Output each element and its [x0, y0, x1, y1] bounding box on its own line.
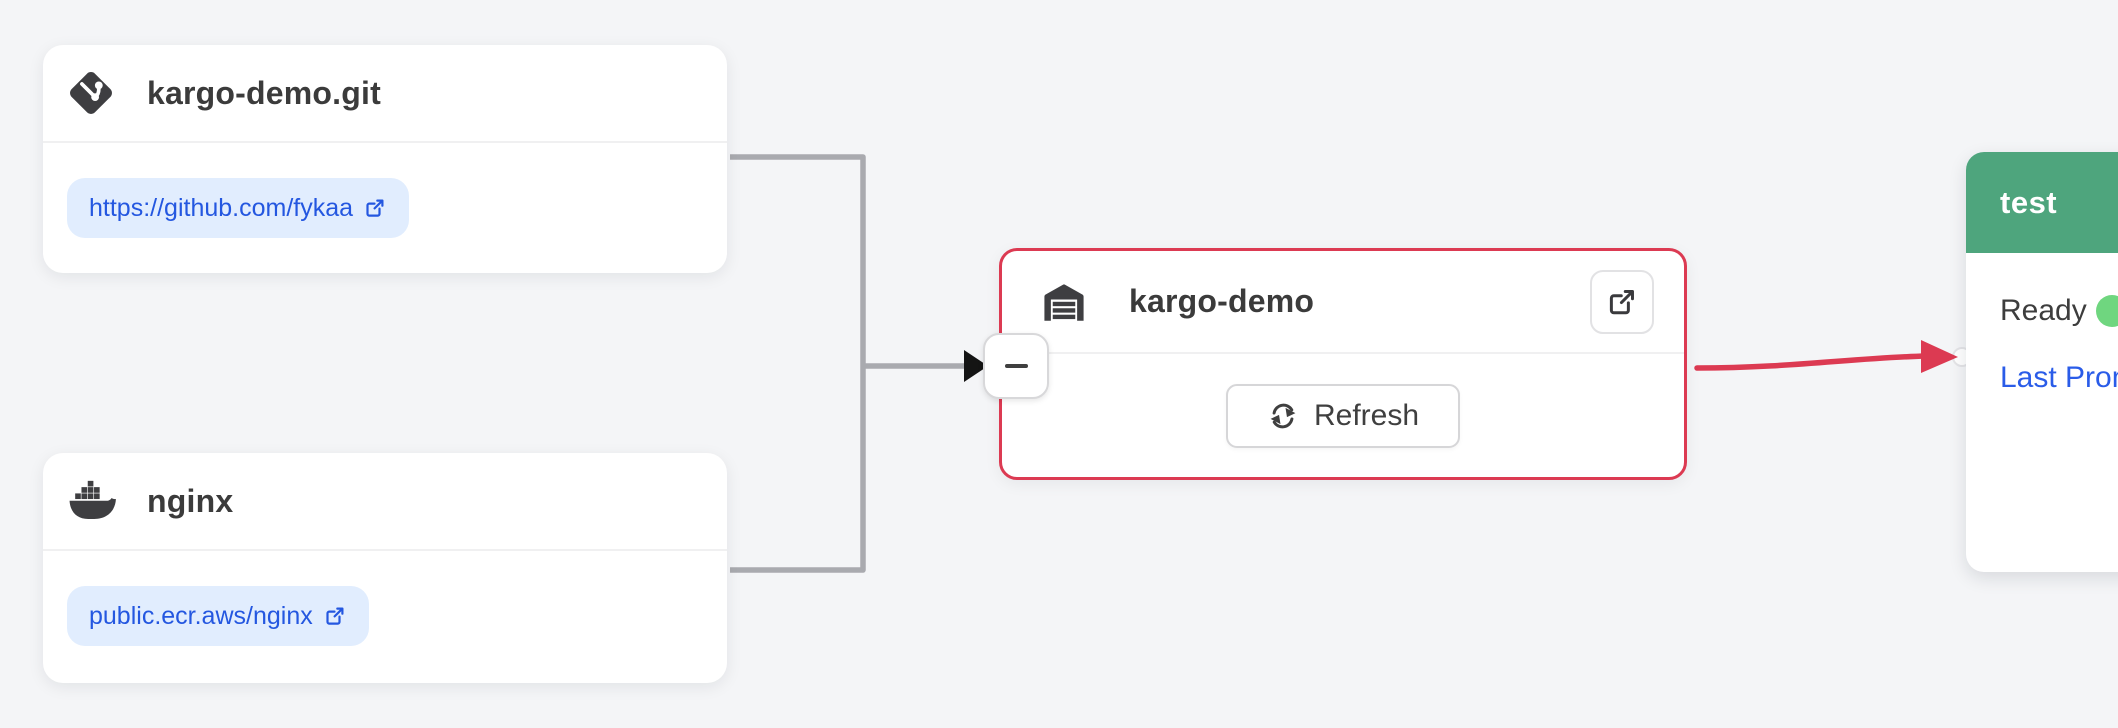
external-link-icon: [363, 196, 387, 220]
repo-node-nginx-header: nginx: [43, 453, 727, 551]
promotion-arrowhead-icon: [1921, 340, 1958, 373]
repo-node-nginx-body: public.ecr.aws/nginx: [43, 551, 727, 646]
ready-label: Ready: [2000, 294, 2087, 327]
warehouse-node[interactable]: kargo-demo: [999, 248, 1687, 480]
stage-status-row: Ready: [2000, 294, 2118, 328]
ready-status-dot: [2095, 295, 2118, 327]
repo-node-git-body: https://github.com/fykaa: [43, 143, 727, 238]
repo-link[interactable]: public.ecr.aws/nginx: [67, 586, 369, 646]
stage-header: test: [1966, 152, 2118, 253]
refresh-button-label: Refresh: [1313, 399, 1420, 432]
git-icon: [65, 67, 117, 119]
refresh-icon: [1267, 400, 1299, 432]
warehouse-node-header: kargo-demo: [1002, 251, 1684, 354]
repo-node-title: nginx: [147, 482, 234, 519]
external-link-icon: [323, 604, 347, 628]
stage-body: Ready Last Prom: [1966, 253, 2118, 395]
repo-link[interactable]: https://github.com/fykaa: [67, 178, 410, 238]
stage-title: test: [2000, 184, 2058, 220]
connector-sources-trunk: [730, 154, 866, 573]
warehouse-node-body: Refresh: [1002, 354, 1684, 478]
warehouse-title: kargo-demo: [1129, 283, 1315, 319]
collapse-button[interactable]: [983, 333, 1049, 399]
stage-node-test[interactable]: test Ready Last Prom: [1966, 152, 2118, 572]
repo-node-nginx[interactable]: nginx public.ecr.aws/nginx: [43, 453, 727, 683]
promotion-edge: [1694, 353, 1929, 371]
refresh-button[interactable]: Refresh: [1226, 384, 1460, 448]
minus-icon: [1004, 364, 1028, 368]
warehouse-icon: [1039, 277, 1089, 327]
repo-node-git-header: kargo-demo.git: [43, 45, 727, 143]
connector-arrowhead-icon: [964, 350, 988, 382]
repo-link-text: public.ecr.aws/nginx: [89, 601, 313, 630]
last-promotion-link[interactable]: Last Prom: [2000, 361, 2118, 394]
repo-node-title: kargo-demo.git: [147, 74, 381, 111]
external-link-icon: [1605, 285, 1639, 319]
repo-node-git[interactable]: kargo-demo.git https://github.com/fykaa: [43, 45, 727, 273]
open-warehouse-button[interactable]: [1590, 269, 1654, 334]
repo-link-text: https://github.com/fykaa: [89, 193, 354, 222]
docker-icon: [65, 475, 117, 527]
